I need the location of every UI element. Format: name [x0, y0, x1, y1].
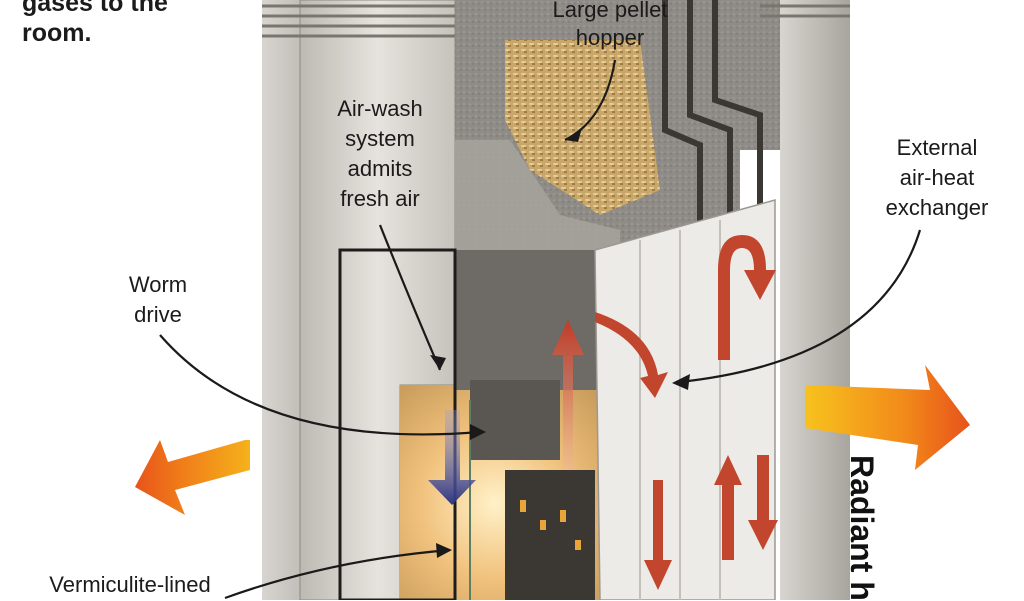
label-large-pellet-hopper: Large pellet hopper: [552, 0, 668, 50]
label-vermiculite-lined: Vermiculite-lined: [49, 572, 211, 597]
label-room-fragment: gases to the room.: [22, 0, 168, 47]
hot-air-arrow-up-2: [714, 455, 742, 560]
worm-drive-housing: [470, 380, 560, 460]
exchanger-panel: [594, 199, 776, 600]
hopper-funnel-wall: [455, 140, 620, 250]
leader-arrowheads: [430, 128, 690, 558]
stove-right-wall: [780, 0, 850, 600]
leader-air-wash: [378, 224, 442, 371]
top-vent-louvers-left: [262, 4, 455, 38]
radiant-heat-arrow-right: [805, 365, 970, 470]
top-vent-louvers-right: [760, 4, 850, 18]
hot-air-arrow-down-1: [644, 480, 672, 590]
upper-firebox-cavity: [455, 250, 605, 390]
label-worm-drive: Worm drive: [128, 272, 188, 327]
label-radiant-heat: Radiant h: [844, 455, 880, 601]
leader-vermiculite: [224, 548, 451, 600]
fresh-air-arrow-down: [428, 410, 476, 505]
embers: [520, 500, 581, 550]
label-external-air-heat-exchanger: External air-heat exchanger: [885, 135, 989, 220]
hot-air-arrow-curve: [595, 312, 668, 398]
heat-exchanger-baffles: [662, 0, 763, 230]
leader-exchanger: [679, 229, 922, 384]
hot-air-arrow-up-center: [552, 320, 584, 470]
leader-worm: [159, 334, 481, 436]
radiant-heat-arrow-left: [135, 440, 250, 515]
hot-air-arrow-down-3: [748, 455, 778, 550]
label-air-wash-system: Air-wash system admits fresh air: [337, 96, 423, 211]
burn-pot: [505, 470, 595, 600]
hot-air-arrow-loop: [718, 235, 776, 360]
